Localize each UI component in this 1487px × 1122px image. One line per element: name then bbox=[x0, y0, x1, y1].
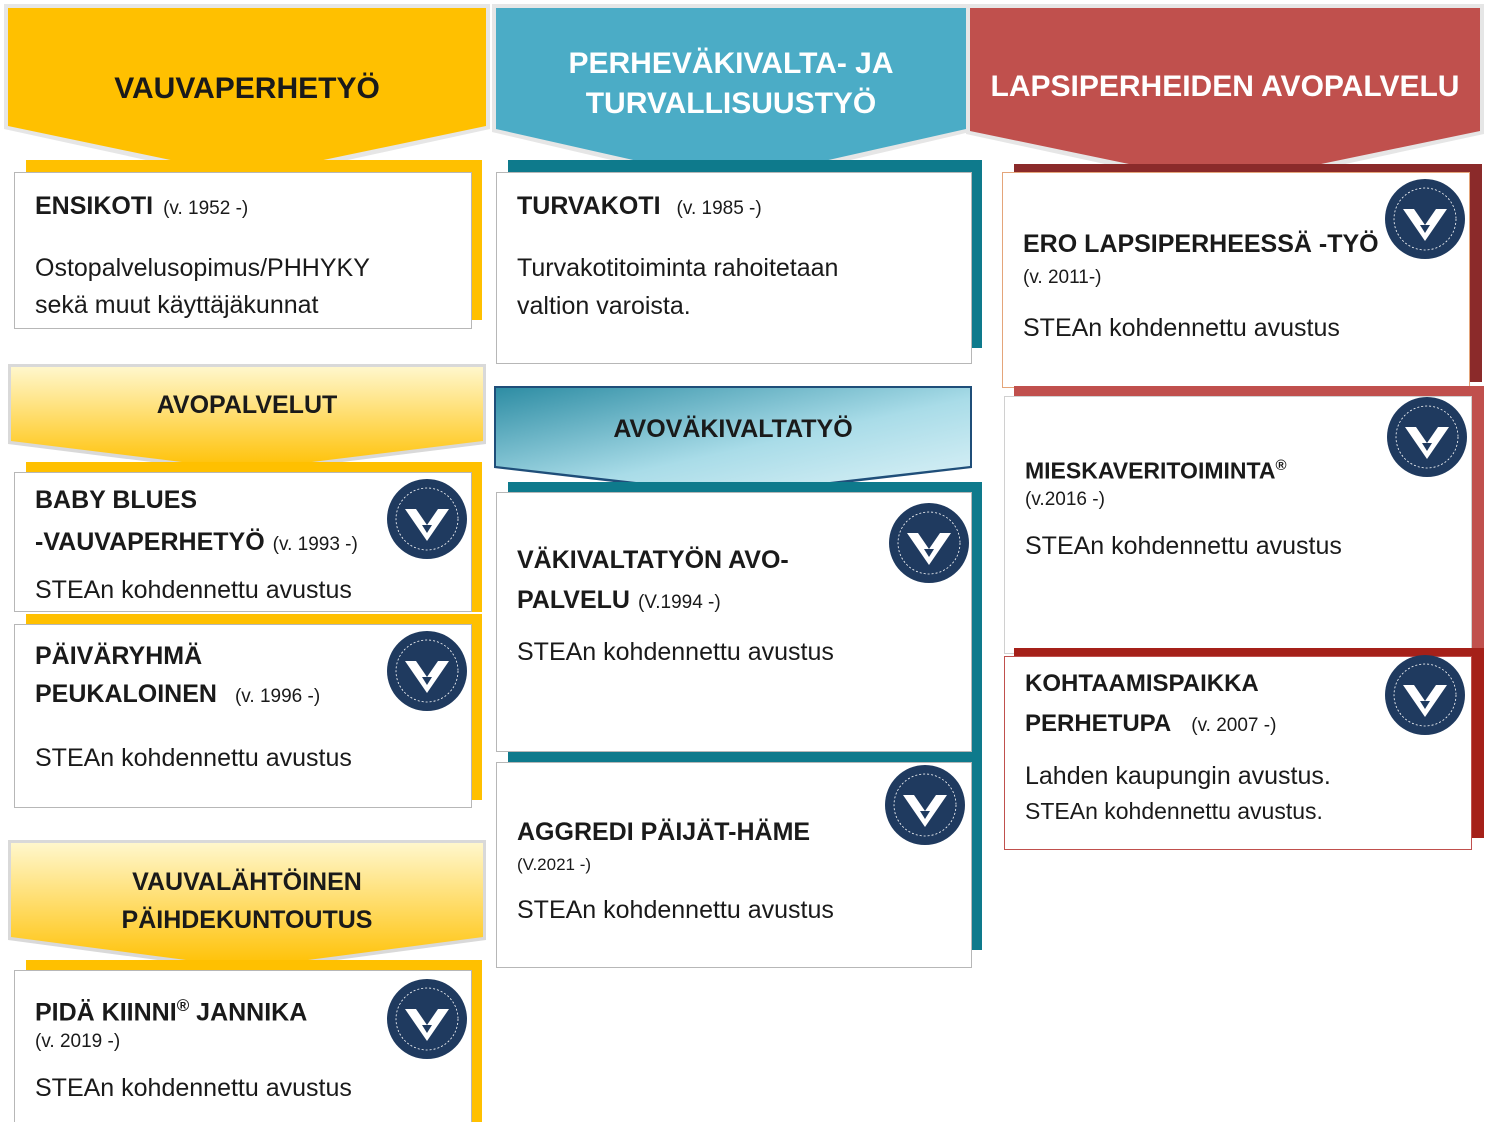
veikkaus-badge-icon bbox=[1385, 655, 1465, 735]
chevron-shape bbox=[4, 4, 490, 182]
card-year: (v. 2007 -) bbox=[1191, 715, 1277, 736]
veikkaus-badge-icon bbox=[1385, 179, 1465, 259]
column-header-lapsiperheiden: LAPSIPERHEIDEN AVOPALVELU bbox=[966, 4, 1484, 192]
registered-mark: ® bbox=[1275, 457, 1287, 474]
card-turvakoti: TURVAKOTI (v. 1985 -) Turvakotitoiminta r… bbox=[496, 172, 972, 364]
card-description: STEAn kohdennettu avustus bbox=[517, 896, 834, 924]
registered-mark: ® bbox=[176, 996, 190, 1015]
card-year: (v. 2011-) bbox=[1023, 267, 1102, 288]
card-title: PEUKALOINEN bbox=[35, 680, 217, 708]
card-description: STEAn kohdennettu avustus bbox=[35, 576, 352, 604]
card-paivaryhma: PÄIVÄRYHMÄ PEUKALOINEN (v. 1996 -) STEAn … bbox=[14, 624, 472, 808]
card-year: (V.1994 -) bbox=[637, 592, 721, 613]
card-aggredi: AGGREDI PÄIJÄT-HÄME (V.2021 -) STEAn koh… bbox=[496, 762, 972, 968]
column-heading: VAUVAPERHETYÖ bbox=[114, 72, 380, 106]
card-description: STEAn kohdennettu avustus bbox=[517, 638, 834, 666]
card-description: Lahden kaupungin avustus. bbox=[1025, 762, 1331, 790]
veikkaus-badge-icon bbox=[387, 979, 467, 1059]
subheader-avovakivaltatyo: AVOVÄKIVALTATYÖ bbox=[494, 386, 972, 496]
card-title: TURVAKOTI bbox=[517, 192, 661, 220]
card-description: Ostopalvelusopimus/PHHYKY bbox=[35, 254, 370, 282]
column-header-vauvaperhetyo: VAUVAPERHETYÖ bbox=[4, 4, 490, 184]
veikkaus-badge-icon bbox=[1387, 397, 1467, 477]
card-title: PALVELU bbox=[517, 586, 630, 614]
column-heading-line2: TURVALLISUUSTYÖ bbox=[585, 87, 877, 121]
card-title: AGGREDI PÄIJÄT-HÄME bbox=[517, 818, 811, 846]
card-description: Turvakotitoiminta rahoitetaan bbox=[517, 254, 839, 282]
card-title: PERHETUPA bbox=[1025, 710, 1172, 737]
card-year: (V.2021 -) bbox=[517, 855, 592, 874]
card-description: STEAn kohdennettu avustus bbox=[1025, 532, 1342, 560]
card-description: STEAn kohdennettu avustus. bbox=[1025, 798, 1323, 824]
subheader-avopalvelut: AVOPALVELUT bbox=[8, 364, 486, 474]
column-header-perhevakivalta: PERHEVÄKIVALTA- JA TURVALLISUUSTYÖ bbox=[492, 4, 970, 190]
card-title: PÄIVÄRYHMÄ bbox=[35, 642, 203, 670]
card-year: (v. 1985 -) bbox=[676, 198, 762, 219]
card-year: (v.2016 -) bbox=[1025, 489, 1105, 510]
card-title: ERO LAPSIPERHEESSÄ -TYÖ bbox=[1023, 230, 1379, 258]
subheading-line1: VAUVALÄHTÖINEN bbox=[132, 868, 362, 897]
card-title: PIDÄ KIINNI bbox=[35, 998, 177, 1027]
card-vakivaltatyon-avopalvelu: VÄKIVALTATYÖN AVO- PALVELU (V.1994 -) STE… bbox=[496, 492, 972, 752]
subheading-line2: PÄIHDEKUNTOUTUS bbox=[121, 906, 373, 935]
card-title: ENSIKOTI bbox=[35, 192, 154, 220]
card-description: STEAn kohdennettu avustus bbox=[1023, 314, 1340, 342]
column-heading: LAPSIPERHEIDEN AVOPALVELU bbox=[990, 70, 1460, 104]
card-year: (v. 1952 -) bbox=[163, 198, 249, 219]
card-title-rest: JANNIKA bbox=[189, 998, 308, 1027]
subheader-vauvalahtoinen: VAUVALÄHTÖINEN PÄIHDEKUNTOUTUS bbox=[8, 840, 486, 972]
column-heading-line1: PERHEVÄKIVALTA- JA bbox=[568, 47, 894, 81]
card-description: valtion varoista. bbox=[517, 292, 691, 320]
card-ensikoti: ENSIKOTI (v. 1952 -) Ostopalvelusopimus/P… bbox=[14, 172, 472, 329]
card-title: MIESKAVERITOIMINTA bbox=[1025, 457, 1276, 484]
subheading: AVOPALVELUT bbox=[156, 391, 338, 420]
card-kohtaamispaikka: KOHTAAMISPAIKKA PERHETUPA (v. 2007 -) Lah… bbox=[1004, 655, 1472, 850]
card-ero-lapsiperheessa: ERO LAPSIPERHEESSÄ -TYÖ (v. 2011-) STEAn… bbox=[1002, 172, 1470, 388]
veikkaus-badge-icon bbox=[387, 479, 467, 559]
chevron-shape bbox=[8, 840, 486, 972]
card-description: STEAn kohdennettu avustus bbox=[35, 744, 352, 772]
veikkaus-badge-icon bbox=[387, 631, 467, 711]
card-pida-kiinni: PIDÄ KIINNI® JANNIKA (v. 2019 -) STEAn k… bbox=[14, 970, 472, 1122]
subheading: AVOVÄKIVALTATYÖ bbox=[613, 415, 853, 444]
card-year: (v. 2019 -) bbox=[35, 1031, 121, 1052]
veikkaus-badge-icon bbox=[885, 765, 965, 845]
card-description: sekä muut käyttäjäkunnat bbox=[35, 291, 319, 319]
chevron-shape bbox=[494, 386, 972, 496]
veikkaus-badge-icon bbox=[889, 503, 969, 583]
card-title: BABY BLUES bbox=[35, 486, 198, 514]
card-description: STEAn kohdennettu avustus bbox=[35, 1074, 352, 1102]
card-mieskaveritoiminta: MIESKAVERITOIMINTA® (v.2016 -) STEAn koh… bbox=[1004, 396, 1472, 654]
chevron-shape bbox=[966, 4, 1484, 190]
card-baby-blues: BABY BLUES -VAUVAPERHETYÖ (v. 1993 -) STE… bbox=[14, 472, 472, 612]
chevron-shape bbox=[8, 364, 486, 474]
card-year: (v. 1996 -) bbox=[234, 686, 321, 707]
card-title: KOHTAAMISPAIKKA bbox=[1025, 670, 1259, 697]
chevron-shape bbox=[492, 4, 970, 188]
card-title: -VAUVAPERHETYÖ bbox=[35, 528, 265, 556]
card-year: (v. 1993 -) bbox=[272, 534, 358, 555]
card-title: VÄKIVALTATYÖN AVO- bbox=[517, 546, 789, 574]
